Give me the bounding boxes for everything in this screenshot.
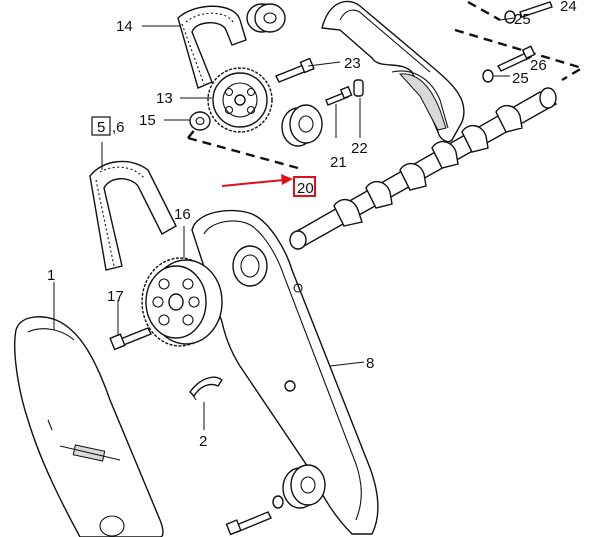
highlight-arrow-shaft <box>221 179 285 187</box>
callout-6: ,6 <box>112 119 125 136</box>
callout-25-top: 25 <box>514 11 531 28</box>
lower-bolt <box>225 511 272 536</box>
subassembly-boundary <box>187 0 585 170</box>
callout-21: 21 <box>330 154 347 171</box>
bolt-23 <box>275 57 315 83</box>
callout-17: 17 <box>107 288 124 305</box>
highlight-arrow-head <box>281 174 293 185</box>
bolt-24 <box>519 1 553 18</box>
clip-2 <box>189 376 223 401</box>
callout-14: 14 <box>116 18 133 35</box>
part-20-highlight-box <box>293 176 316 197</box>
camshaft-gear <box>207 67 273 133</box>
callout-22: 22 <box>351 140 368 157</box>
upper-timing-cover <box>321 0 465 143</box>
callout-8: 8 <box>366 355 374 372</box>
part-20-highlight <box>221 174 316 197</box>
bolt-17 <box>109 327 152 351</box>
front-timing-cover <box>14 316 164 537</box>
callout-26: 26 <box>530 57 547 74</box>
upper-idler-roller <box>246 3 286 33</box>
leader-lines <box>53 17 531 430</box>
callout-15: 15 <box>139 112 156 129</box>
lower-timing-belt <box>89 160 177 271</box>
washer-15 <box>189 111 211 131</box>
callout-1: 1 <box>47 267 55 284</box>
callout-24: 24 <box>560 0 577 15</box>
bolt-26 <box>497 45 536 72</box>
bolt-21 <box>325 85 353 106</box>
callout-labels: 1 2 5 ,6 8 13 14 15 16 17 20 21 22 23 24… <box>47 0 577 450</box>
callout-5: 5 <box>97 119 105 136</box>
callout-20: 20 <box>297 180 314 197</box>
crankshaft-gear <box>141 257 223 347</box>
upper-timing-belt <box>177 5 247 89</box>
callout-2: 2 <box>199 433 207 450</box>
tensioner-roller-20 <box>281 104 323 147</box>
callout-16: 16 <box>174 206 191 223</box>
camshaft <box>289 87 558 250</box>
rear-timing-plate <box>191 209 379 535</box>
callout-25-right: 25 <box>512 70 529 87</box>
washer-25-top <box>504 10 516 24</box>
callout-5-box <box>91 116 111 136</box>
spacer-22 <box>353 79 364 97</box>
callout-23: 23 <box>344 55 361 72</box>
lower-washer <box>272 495 284 509</box>
callout-13: 13 <box>156 90 173 107</box>
washer-25-right <box>482 69 494 83</box>
lower-idler-roller <box>282 464 326 509</box>
